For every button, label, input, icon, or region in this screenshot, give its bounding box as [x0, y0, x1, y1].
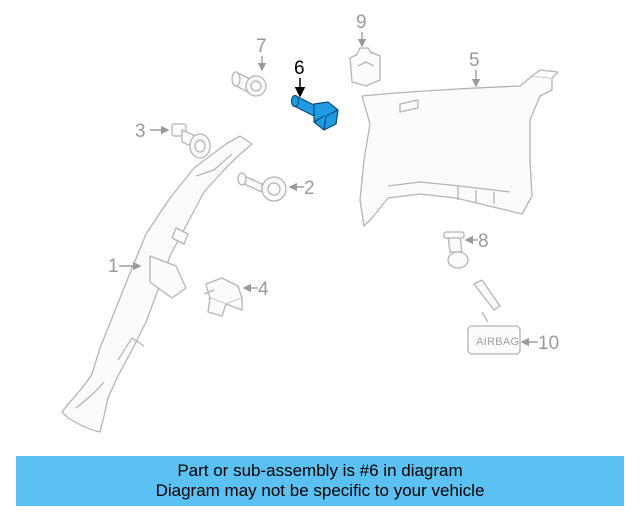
- bolt-part: [443, 231, 469, 269]
- callout-6: 6: [294, 58, 305, 79]
- airbag-label-part: [467, 279, 521, 355]
- airbag-label-text: AIRBAG: [476, 336, 519, 348]
- callout-7: 7: [256, 36, 267, 57]
- pillar-trim-part: [61, 135, 253, 433]
- highlighted-bolt-part: [290, 94, 339, 131]
- callout-8: 8: [478, 231, 489, 252]
- part-caption-banner: Part or sub-assembly is #6 in diagram Di…: [16, 456, 624, 506]
- retainer-clip-part: [349, 47, 381, 87]
- callout-2: 2: [304, 178, 315, 199]
- quarter-trim-panel-part: [359, 69, 559, 227]
- nut-part: [231, 70, 267, 97]
- screw-clip-part: [237, 172, 287, 202]
- callout-9: 9: [356, 12, 367, 33]
- callout-1: 1: [108, 256, 119, 277]
- callout-4: 4: [258, 279, 269, 300]
- callout-5: 5: [469, 50, 480, 71]
- push-clip-part: [171, 123, 211, 159]
- bracket-clip-part: [203, 277, 243, 317]
- caption-line-part-number: Part or sub-assembly is #6 in diagram: [177, 461, 463, 480]
- callout-10: 10: [538, 333, 559, 354]
- parts-diagram: 1 2 3 4 5 6: [61, 12, 559, 433]
- caption-line-disclaimer: Diagram may not be specific to your vehi…: [155, 481, 485, 500]
- callout-3: 3: [135, 121, 146, 142]
